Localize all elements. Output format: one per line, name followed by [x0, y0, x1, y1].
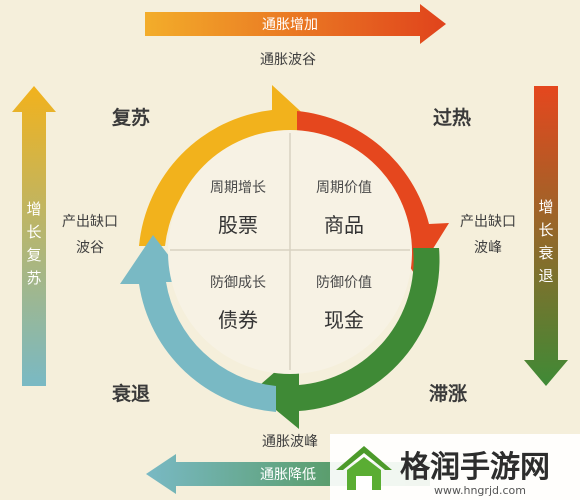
top-arrow-shape — [145, 4, 446, 44]
quadrant-top-left-title: 周期增长 — [210, 180, 266, 196]
right-side-line2: 波峰 — [474, 240, 502, 256]
right-arrow-char-4: 退 — [538, 267, 553, 285]
watermark: 格润手游网 www.hngrjd.com — [330, 434, 580, 500]
overheat-segment — [297, 111, 449, 276]
quadrant-bottom-left-asset: 债券 — [218, 308, 258, 332]
left-side-line2: 波谷 — [76, 240, 104, 256]
stagflation-segment — [253, 248, 440, 429]
top-arrow-sublabel: 通胀波谷 — [260, 52, 316, 68]
watermark-brand: 格润手游网 — [400, 450, 550, 485]
right-arrow-char-1: 增 — [538, 198, 553, 216]
recovery-segment — [139, 85, 310, 246]
growth-recovery-arrow: 增 长 复 苏 — [12, 86, 56, 386]
phase-overheat-label: 过热 — [433, 106, 471, 129]
watermark-url: www.hngrjd.com — [434, 484, 526, 497]
left-arrow-char-3: 复 — [26, 246, 41, 264]
right-side-line1: 产出缺口 — [460, 214, 516, 230]
phase-recession-label: 衰退 — [111, 382, 150, 405]
left-arrow-char-2: 长 — [26, 223, 41, 241]
phase-recovery-label: 复苏 — [111, 106, 150, 129]
right-arrow-char-2: 长 — [538, 221, 553, 239]
growth-recession-arrow: 增 长 衰 退 — [524, 86, 568, 386]
quadrant-bottom-right-title: 防御价值 — [316, 275, 372, 291]
right-arrow-shape — [524, 86, 568, 386]
inflation-increase-arrow: 通胀增加 — [145, 4, 446, 44]
bottom-arrow-sublabel: 通胀波峰 — [262, 434, 318, 450]
quadrant-top-left-asset: 股票 — [218, 213, 258, 237]
quadrant-bottom-right-asset: 现金 — [324, 308, 364, 332]
right-arrow-char-3: 衰 — [538, 244, 553, 262]
house-logo-icon — [336, 446, 392, 490]
quadrant-bottom-left-title: 防御成长 — [210, 275, 266, 291]
bottom-arrow-label: 通胀降低 — [260, 467, 316, 483]
cycle-ring — [120, 85, 449, 429]
left-arrow-char-4: 苏 — [26, 269, 41, 287]
quadrant-top-right-asset: 商品 — [324, 213, 364, 237]
phase-stagflation-label: 滞涨 — [429, 383, 467, 405]
left-arrow-shape — [12, 86, 56, 386]
left-side-line1: 产出缺口 — [62, 214, 118, 230]
top-arrow-label: 通胀增加 — [262, 17, 318, 33]
quadrant-top-right-title: 周期价值 — [316, 180, 372, 196]
recession-segment — [120, 235, 276, 412]
left-arrow-char-1: 增 — [26, 200, 41, 218]
